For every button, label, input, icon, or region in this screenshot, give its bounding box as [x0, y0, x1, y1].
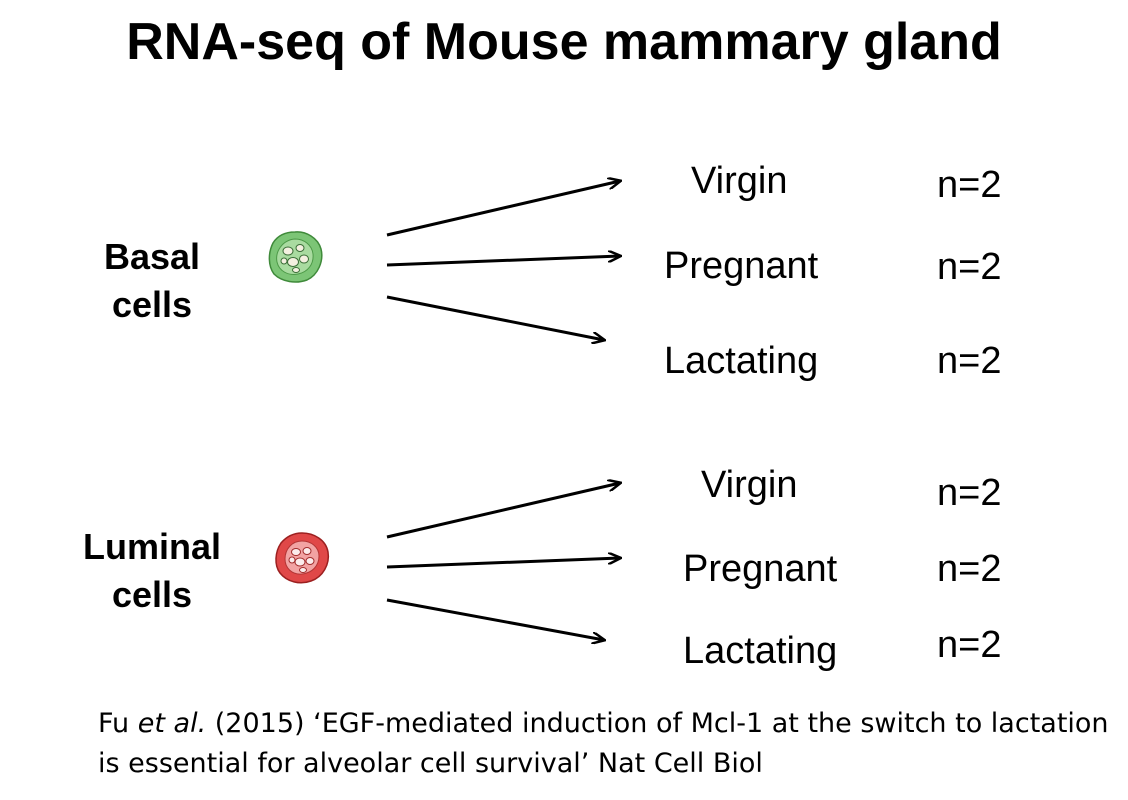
luminal-stage-pregnant: Pregnant: [683, 548, 838, 590]
luminal-cell-icon: [275, 532, 330, 584]
arrow-luminal-pregnant: [386, 558, 620, 569]
citation: Fu et al. (2015) ‘EGF-mediated induction…: [98, 704, 1118, 784]
basal-stage-pregnant: Pregnant: [664, 245, 819, 287]
arrow-basal-lactating: [386, 295, 604, 340]
luminal-count-lactating: n=2: [937, 624, 1002, 666]
basal-label-line1: Basal: [103, 236, 201, 277]
citation-etal: et al.: [137, 708, 207, 739]
citation-author: Fu: [98, 708, 138, 739]
citation-line1: Fu et al. (2015) ‘EGF-mediated induction…: [98, 704, 1118, 744]
arrow-basal-virgin: [386, 181, 620, 237]
basal-group-label: Basal cells: [52, 233, 252, 329]
luminal-count-virgin: n=2: [937, 472, 1002, 514]
basal-cell-icon: [268, 231, 323, 283]
citation-line2: is essential for alveolar cell survival’…: [98, 748, 763, 779]
arrow-luminal-lactating: [386, 598, 604, 640]
slide-title: RNA-seq of Mouse mammary gland: [126, 13, 1002, 71]
luminal-count-pregnant: n=2: [937, 548, 1002, 590]
luminal-label-line2: cells: [111, 574, 193, 615]
luminal-stage-virgin: Virgin: [701, 464, 798, 506]
luminal-stage-lactating: Lactating: [683, 630, 838, 672]
basal-stage-virgin: Virgin: [691, 160, 788, 202]
basal-count-lactating: n=2: [937, 340, 1002, 382]
arrow-luminal-virgin: [386, 483, 620, 539]
basal-count-virgin: n=2: [937, 164, 1002, 206]
luminal-label-line1: Luminal: [82, 526, 221, 567]
luminal-group-label: Luminal cells: [52, 523, 252, 619]
citation-title-part1: (2015) ‘EGF-mediated induction of Mcl-1 …: [206, 708, 1109, 739]
basal-stage-lactating: Lactating: [664, 340, 819, 382]
basal-count-pregnant: n=2: [937, 246, 1002, 288]
basal-label-line2: cells: [111, 284, 193, 325]
arrow-basal-pregnant: [386, 256, 620, 267]
